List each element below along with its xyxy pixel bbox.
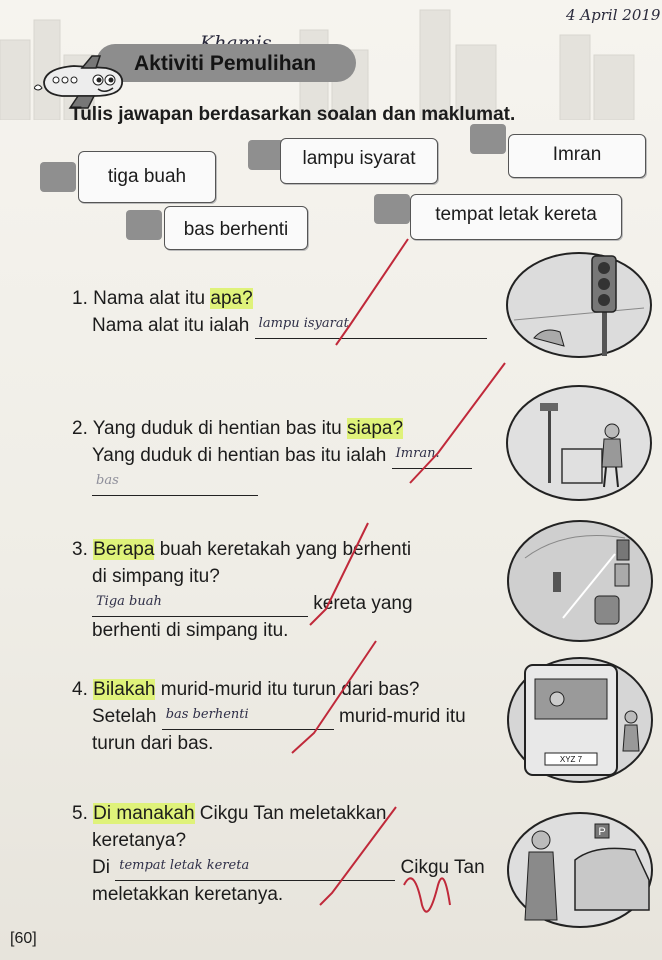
question-keyword: apa?	[210, 288, 253, 309]
answer-prompt: Setelah	[92, 706, 157, 727]
driver-figure-icon	[549, 691, 565, 707]
question-number: 2.	[72, 418, 88, 439]
question-5: 5. Di manakah Cikgu Tan meletakkan keret…	[72, 800, 485, 908]
teacher-initials	[403, 877, 451, 913]
instruction: Tulis jawapan berdasarkan soalan dan mak…	[70, 104, 516, 125]
question-number: 1.	[72, 288, 88, 309]
answer-prompt: Yang duduk di hentian bas itu ialah	[92, 445, 387, 466]
junction-cars-picture	[507, 520, 653, 642]
question-number: 5.	[72, 803, 88, 824]
answer-prompt: Nama alat itu ialah	[92, 315, 250, 336]
question-text: murid-murid itu turun dari bas?	[155, 679, 420, 700]
license-plate-text: XYZ 7	[560, 755, 583, 764]
student-figure-icon	[624, 710, 638, 724]
tick-mark	[309, 522, 369, 626]
bus-picture: XYZ 7	[507, 657, 653, 783]
answer-suffix: turun dari bas.	[92, 733, 214, 754]
handwritten-answer: Imran.	[395, 446, 440, 461]
question-1: 1. Nama alat itu apa? Nama alat itu iala…	[72, 285, 487, 339]
boy-figure-icon	[604, 423, 620, 439]
question-2: 2. Yang duduk di hentian bas itu siapa? …	[72, 415, 472, 496]
car-icon	[574, 847, 650, 911]
question-text: di simpang itu?	[92, 566, 220, 587]
question-text: keretanya?	[92, 830, 187, 851]
card-tab	[374, 194, 410, 224]
teacher-figure-icon	[531, 830, 551, 850]
answer-blank[interactable]: bas berhenti	[161, 707, 334, 730]
answer-blank[interactable]: Imran.	[391, 446, 472, 469]
card-tab	[248, 140, 284, 170]
handwritten-answer: Tiga buah	[96, 594, 162, 609]
answer-blank-continued[interactable]: bas	[92, 473, 258, 496]
word-card-imran: Imran	[508, 134, 646, 178]
tick-mark	[319, 806, 397, 906]
word-card-tiga-buah: tiga buah	[78, 151, 216, 203]
question-text: Nama alat itu	[93, 288, 211, 309]
tick-mark	[409, 362, 506, 484]
word-card-bas-berhenti: bas berhenti	[164, 206, 308, 250]
bus-stop-sign-icon	[540, 403, 558, 411]
svg-text:P: P	[598, 826, 605, 838]
handwritten-answer: bas berhenti	[165, 707, 249, 722]
answer-suffix: murid-murid itu	[339, 706, 466, 727]
question-keyword: siapa?	[347, 418, 404, 439]
card-tab	[40, 162, 76, 192]
answer-suffix: berhenti di simpang itu.	[92, 620, 289, 641]
handwritten-answer: tempat letak kereta	[119, 858, 250, 873]
question-number: 4.	[72, 679, 88, 700]
title-banner	[96, 44, 356, 82]
page-title: Aktiviti Pemulihan	[134, 52, 317, 75]
question-4: 4. Bilakah murid-murid itu turun dari ba…	[72, 676, 466, 757]
question-keyword: Berapa	[93, 539, 155, 560]
answer-suffix: Cikgu Tan	[400, 857, 485, 878]
page-number: [60]	[10, 930, 37, 947]
parking-picture: P	[507, 812, 653, 928]
handwritten-answer: lampu isyarat	[258, 316, 349, 331]
card-tab	[470, 124, 506, 154]
airplane-mascot-icon	[34, 55, 124, 109]
card-tab	[126, 210, 162, 240]
bus-stop-picture	[506, 385, 652, 501]
question-keyword: Di manakah	[93, 803, 195, 824]
answer-suffix: meletakkan keretanya.	[92, 884, 284, 905]
car-icon	[594, 595, 620, 625]
handwritten-answer-faint: bas	[96, 473, 119, 488]
question-text: Yang duduk di hentian bas itu	[92, 418, 348, 439]
tick-mark	[291, 640, 377, 754]
question-text: Cikgu Tan meletakkan	[194, 803, 387, 824]
answer-blank[interactable]: Tiga buah	[92, 594, 308, 617]
question-keyword: Bilakah	[93, 679, 156, 700]
date-note: 4 April 2019	[566, 6, 661, 24]
word-card-lampu-isyarat: lampu isyarat	[280, 138, 438, 184]
car-icon	[614, 563, 630, 587]
tick-mark	[335, 238, 409, 346]
license-plate	[544, 752, 598, 766]
car-icon	[616, 539, 630, 561]
answer-blank[interactable]: lampu isyarat	[254, 316, 487, 339]
question-3: 3. Berapa buah keretakah yang berhenti d…	[72, 536, 413, 644]
word-card-tempat-letak-kereta: tempat letak kereta	[410, 194, 622, 240]
answer-prompt: Di	[92, 857, 110, 878]
answer-blank[interactable]: tempat letak kereta	[115, 858, 396, 881]
traffic-light-icon	[553, 572, 561, 592]
teacher-tick-marks	[291, 238, 506, 913]
parking-sign-icon	[594, 823, 610, 839]
traffic-light-picture	[506, 252, 652, 358]
answer-suffix: kereta yang	[313, 593, 413, 614]
question-text: buah keretakah yang berhenti	[154, 539, 412, 560]
question-number: 3.	[72, 539, 88, 560]
